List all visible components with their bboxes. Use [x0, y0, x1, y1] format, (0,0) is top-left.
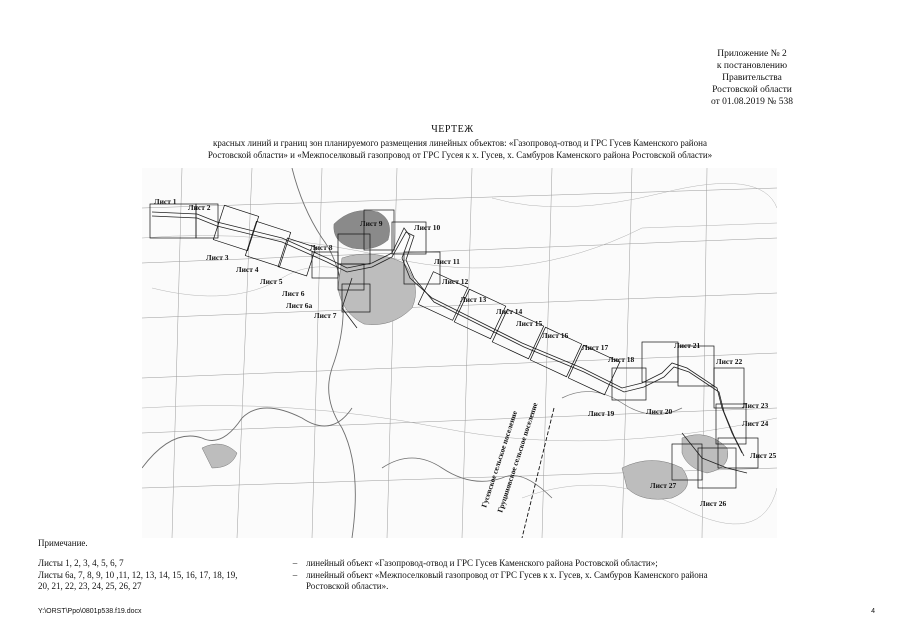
sheet-label: Лист 3	[206, 253, 229, 262]
sheet-label: Лист 25	[750, 451, 777, 460]
sheet-label: Лист 22	[716, 357, 743, 366]
sheet-label: Лист 10	[414, 223, 441, 232]
note-dash: –	[292, 558, 298, 568]
sheet-label: Лист 21	[674, 341, 701, 350]
sheet-label: Лист 16	[542, 331, 569, 340]
page-number: 4	[871, 608, 875, 615]
sheet-label: Лист 7	[314, 311, 337, 320]
sheet-label: Лист 17	[582, 343, 609, 352]
document-subtitle: красных линий и границ зон планируемого …	[140, 137, 780, 161]
sheet-label: Лист 20	[646, 407, 673, 416]
sheet-label: Лист 15	[516, 319, 543, 328]
map-drawing: Лист 1 Лист 2 Лист 3 Лист 4 Лист 5 Лист …	[142, 168, 777, 538]
sheet-label: Лист 1	[154, 197, 177, 206]
note-description-line: Ростовской области».	[306, 581, 389, 591]
note-sheets-line: 20, 21, 22, 23, 24, 25, 26, 27	[38, 581, 142, 591]
map-svg: Лист 1 Лист 2 Лист 3 Лист 4 Лист 5 Лист …	[142, 168, 777, 538]
note-dash: –	[292, 570, 298, 580]
subtitle-line: красных линий и границ зон планируемого …	[213, 138, 707, 148]
note-sheets-line: Листы 6а, 7, 8, 9, 10 ,11, 12, 13, 14, 1…	[38, 570, 238, 580]
sheet-label: Лист 2	[188, 203, 211, 212]
sheet-label: Лист 6	[282, 289, 305, 298]
sheet-label: Лист 13	[460, 295, 487, 304]
appendix-line: к постановлению	[716, 61, 788, 71]
sheet-label: Лист 26	[700, 499, 727, 508]
sheet-labels: Лист 1 Лист 2 Лист 3 Лист 4 Лист 5 Лист …	[154, 197, 777, 508]
footer-file-path: Y:\ORST\Ppo\0801p538.f19.docx	[38, 608, 142, 615]
note-description: линейный объект «Газопровод-отвод и ГРС …	[306, 558, 658, 568]
note-description: линейный объект «Межпоселковый газопрово…	[306, 570, 826, 592]
sheet-label: Лист 11	[434, 257, 460, 266]
sheet-label: Лист 6а	[286, 301, 313, 310]
appendix-line: Приложение № 2	[717, 49, 787, 59]
sheet-label: Лист 5	[260, 277, 283, 286]
sheet-label: Лист 4	[236, 265, 259, 274]
subtitle-line: Ростовской области» и «Межпоселковый газ…	[207, 150, 713, 160]
sheet-label: Лист 18	[608, 355, 635, 364]
notes-title: Примечание.	[38, 538, 88, 548]
appendix-block: Приложение № 2 к постановлению Правитель…	[677, 48, 827, 108]
sheet-label: Лист 8	[310, 243, 333, 252]
sheet-frames	[149, 203, 759, 489]
sheet-label: Лист 9	[360, 219, 383, 228]
sheet-label: Лист 14	[496, 307, 523, 316]
appendix-line: Правительства	[722, 73, 782, 83]
note-sheets: Листы 6а, 7, 8, 9, 10 ,11, 12, 13, 14, 1…	[38, 570, 288, 592]
note-sheets: Листы 1, 2, 3, 4, 5, 6, 7	[38, 558, 124, 568]
document-title: ЧЕРТЕЖ	[431, 124, 474, 135]
note-description-line: линейный объект «Межпоселковый газопрово…	[306, 570, 708, 580]
appendix-line: от 01.08.2019 № 538	[711, 97, 793, 107]
sheet-label: Лист 27	[650, 481, 677, 490]
sheet-label: Лист 24	[742, 419, 769, 428]
sheet-label: Лист 12	[442, 277, 469, 286]
appendix-line: Ростовской области	[712, 85, 792, 95]
sheet-label: Лист 23	[742, 401, 769, 410]
sheet-label: Лист 19	[588, 409, 615, 418]
